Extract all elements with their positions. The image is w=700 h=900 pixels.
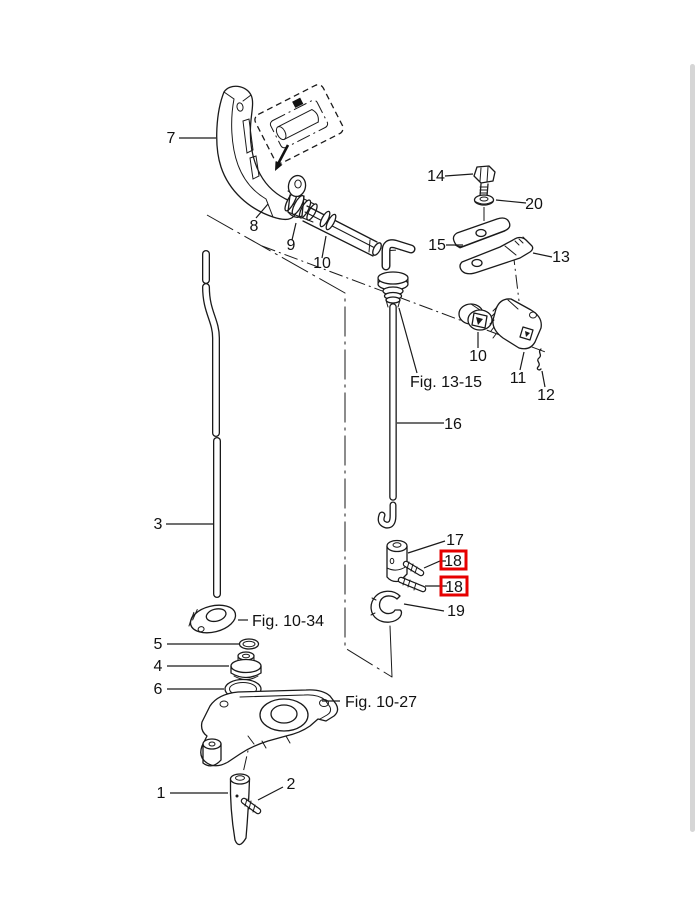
part-1-rod-end	[229, 773, 251, 846]
part-17-connector	[386, 539, 408, 583]
callout-18-upper[interactable]: 18	[444, 553, 462, 570]
callout-10-cam: 10	[469, 348, 487, 365]
callout-17: 17	[446, 532, 464, 549]
part-3-link-rod	[202, 250, 221, 598]
callout-1: 1	[157, 785, 166, 802]
callout-15: 15	[428, 237, 446, 254]
callout-4: 4	[154, 658, 163, 675]
part-4-grommet	[230, 651, 262, 680]
grommet-fig-13-15	[377, 271, 409, 308]
part-14-bolt	[473, 165, 496, 197]
callout-13: 13	[552, 249, 570, 266]
part-16-shift-rod	[377, 239, 416, 529]
scrollbar-thumb[interactable]	[690, 64, 695, 832]
part-10-cam-bushing	[458, 303, 493, 331]
callout-6: 6	[154, 681, 163, 698]
callout-12: 12	[537, 387, 555, 404]
figure-ref-10-27: Fig. 10-27	[345, 694, 417, 711]
callout-10-shaft: 10	[313, 255, 331, 272]
figure-ref-10-34: Fig. 10-34	[252, 613, 324, 630]
highlight-box-18-upper[interactable]	[439, 549, 468, 571]
part-20-washer	[473, 194, 495, 206]
callout-16: 16	[444, 416, 462, 433]
part-11-shift-cam	[489, 298, 542, 350]
detail-marker	[292, 97, 304, 108]
callout-20: 20	[525, 196, 543, 213]
callout-19: 19	[447, 603, 465, 620]
part-2-pin	[240, 797, 262, 815]
part-5-ring	[238, 638, 260, 650]
part-9-link	[287, 174, 307, 218]
callout-9: 9	[287, 237, 296, 254]
detail-arrow-icon	[275, 144, 290, 171]
fig-10-27-housing	[200, 689, 339, 767]
leader-lines	[166, 137, 553, 801]
callout-18-lower[interactable]: 18	[445, 579, 463, 596]
highlight-box-18-lower[interactable]	[439, 575, 469, 597]
part-18-pin-upper	[402, 560, 425, 577]
figure-ref-13-15: Fig. 13-15	[410, 374, 482, 391]
inset-detail-box	[254, 84, 344, 171]
part-18-pin-lower	[397, 576, 427, 593]
fig-10-34-plate	[188, 604, 237, 634]
part-12-clip	[536, 348, 542, 371]
part-10-shaft	[302, 205, 382, 257]
callout-8: 8	[250, 218, 259, 235]
part-15-plate	[452, 217, 511, 249]
callout-2: 2	[287, 776, 296, 793]
callout-14: 14	[427, 168, 445, 185]
part-19-e-clip	[370, 590, 403, 623]
callout-11: 11	[510, 370, 527, 387]
callout-5: 5	[154, 636, 163, 653]
part-13-bracket	[459, 236, 534, 275]
callout-3: 3	[154, 516, 163, 533]
callout-7: 7	[167, 130, 176, 147]
